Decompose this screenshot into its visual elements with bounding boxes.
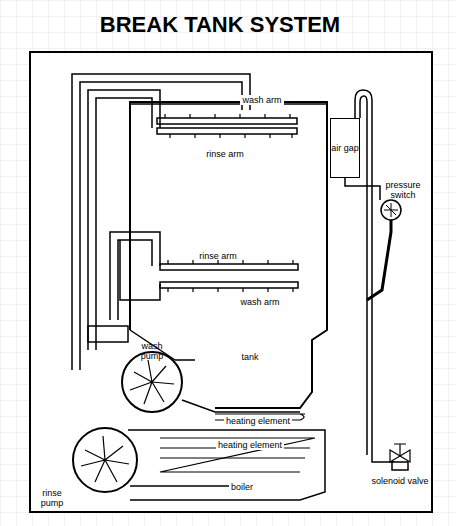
air-gap-box: air gap — [330, 118, 360, 178]
part-label: wash pump — [135, 341, 169, 361]
part-label: pressure switch — [381, 180, 425, 200]
part-label: wash arm — [240, 95, 283, 105]
part-label: wash arm — [240, 297, 279, 307]
part-label: heating element — [216, 440, 284, 450]
diagram-title: BREAK TANK SYSTEM — [100, 12, 340, 38]
part-label: heating element — [224, 416, 292, 426]
part-label: boiler — [229, 482, 255, 492]
part-label: rinse arm — [199, 251, 237, 261]
part-label: rinse arm — [206, 149, 244, 159]
part-label: tank — [241, 352, 258, 362]
part-label: solenoid valve — [371, 476, 428, 486]
part-label: rinse pump — [34, 488, 70, 508]
box-label: air gap — [331, 143, 359, 153]
